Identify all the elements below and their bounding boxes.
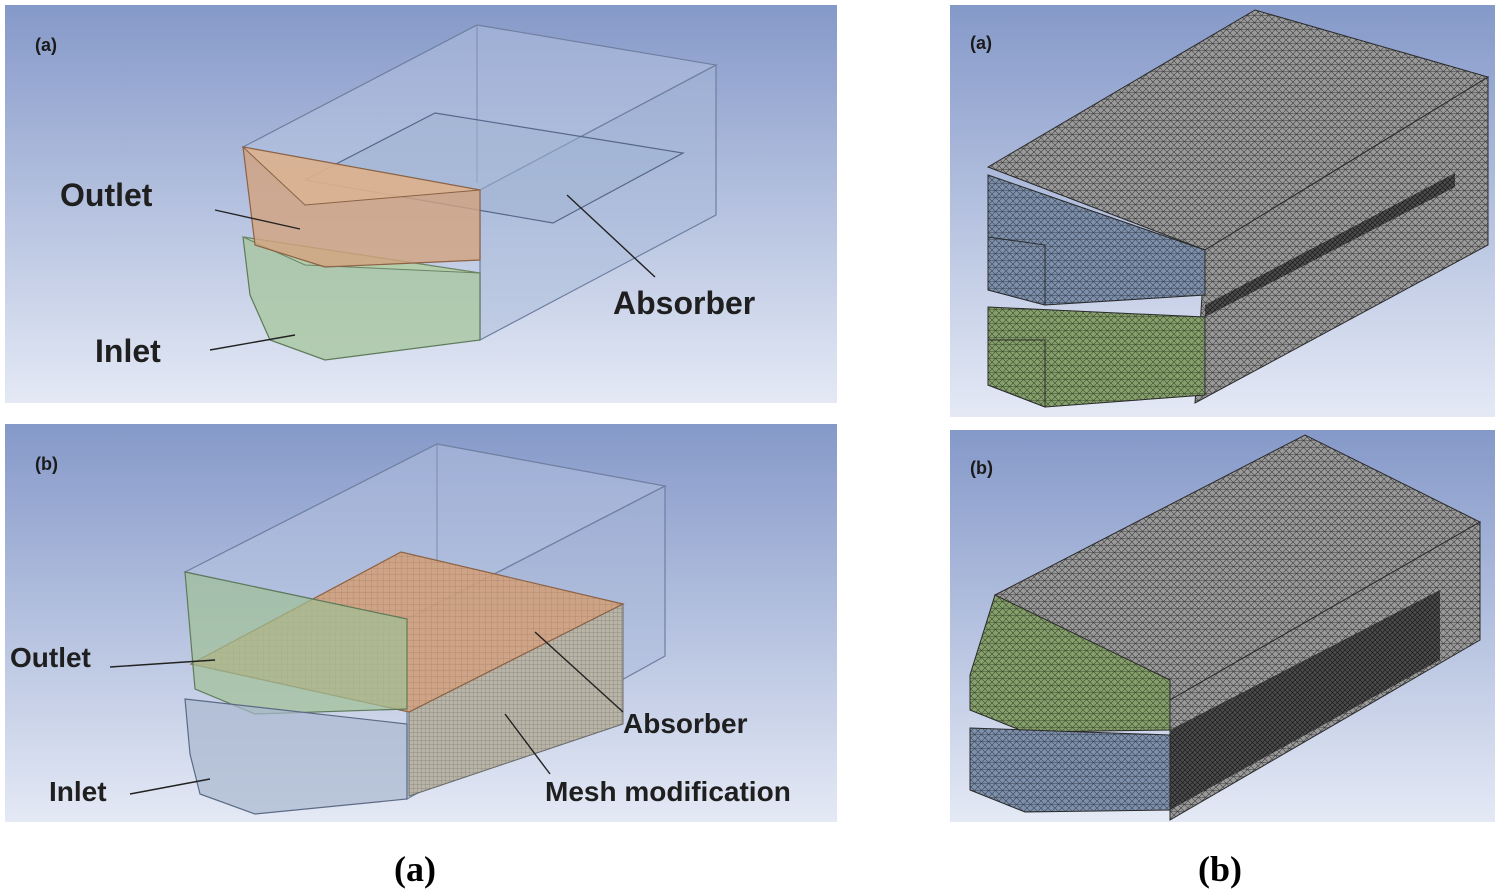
right-panel-b: (b) xyxy=(950,430,1495,822)
inlet-label: Inlet xyxy=(95,333,161,369)
left-panel-a: (a) Outlet Inlet Absorber xyxy=(5,5,837,403)
absorber-label: Absorber xyxy=(613,285,756,321)
panel-tag: (b) xyxy=(970,458,993,478)
mesh-dark-region xyxy=(1170,590,1440,810)
mesh-view-a xyxy=(950,5,1495,417)
caption-left: (a) xyxy=(394,849,436,889)
right-panel-a: (a) xyxy=(950,5,1495,417)
left-panel-b: (b) Outlet Inlet Absorber Mesh modificat… xyxy=(5,424,837,822)
outlet-label: Outlet xyxy=(10,642,91,673)
outlet-body xyxy=(184,571,408,715)
mesh-view-b xyxy=(950,430,1495,822)
outlet-label: Outlet xyxy=(60,177,153,213)
inlet-mesh xyxy=(969,727,1171,813)
caption-right: (b) xyxy=(1198,849,1242,889)
geometry-view-a xyxy=(5,5,837,403)
geometry-view-b xyxy=(5,424,837,822)
absorber-label: Absorber xyxy=(623,708,748,739)
mesh-slot xyxy=(1205,173,1455,317)
panel-tag: (a) xyxy=(35,35,57,55)
inlet-label: Inlet xyxy=(49,776,107,807)
mesh-modification-label: Mesh modification xyxy=(545,776,791,807)
panel-tag: (b) xyxy=(35,454,58,474)
panel-tag: (a) xyxy=(970,33,992,53)
inlet-body xyxy=(184,698,408,815)
